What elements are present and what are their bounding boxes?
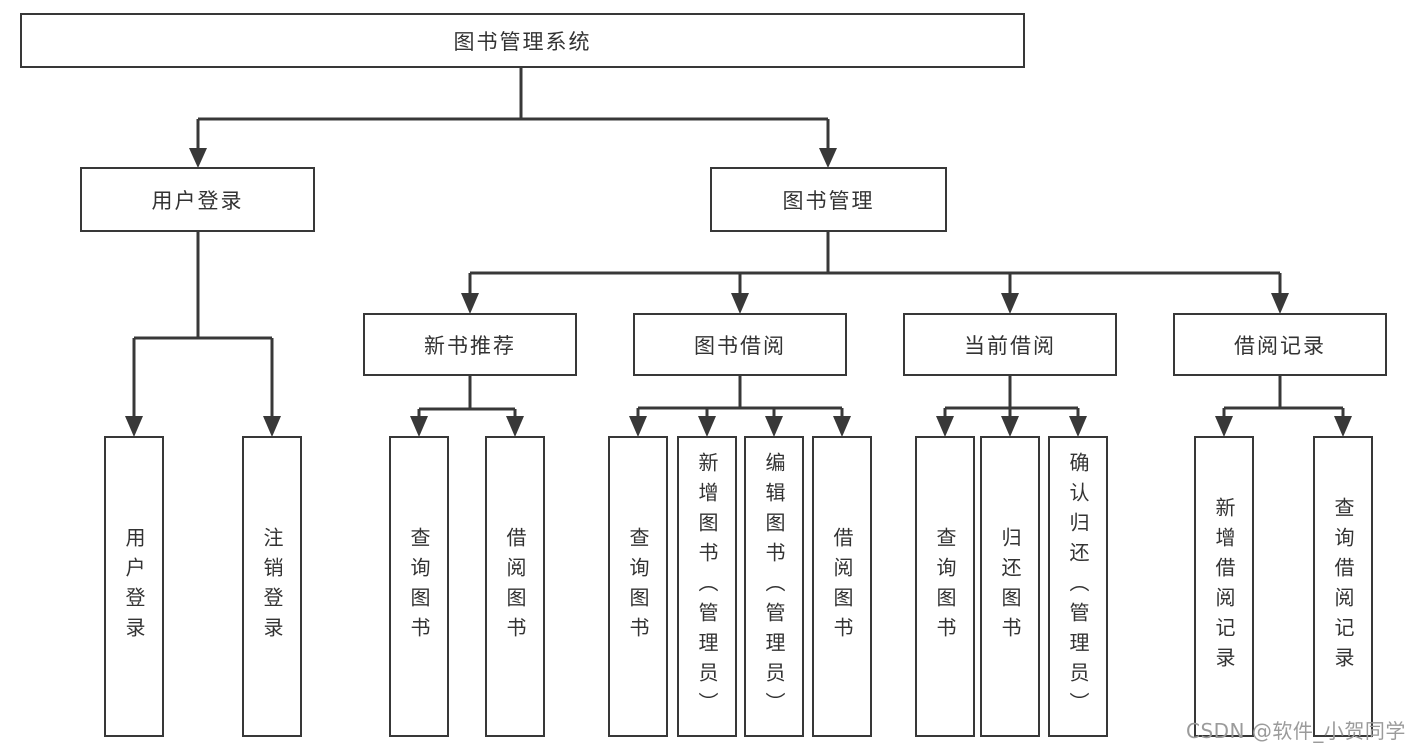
arrowhead-leaf-nb-query (410, 416, 428, 437)
leaf-records-add-record-label: 新增借阅记录 (1212, 496, 1236, 677)
leaf-newbook-query-books: 查询图书 (389, 436, 449, 737)
arrowhead-user-login (189, 148, 207, 168)
leaf-records-add-record: 新增借阅记录 (1194, 436, 1254, 737)
leaf-user-login: 用户登录 (104, 436, 164, 737)
leaf-current-return-books-label: 归还图书 (998, 526, 1022, 647)
arrowhead-leaf-br-query (1334, 416, 1352, 437)
arrowhead-book-mgmt (819, 148, 837, 168)
node-current-borrow: 当前借阅 (903, 313, 1117, 376)
arrowhead-leaf-bb-query (629, 416, 647, 437)
leaf-borrow-borrow-books: 借阅图书 (812, 436, 872, 737)
leaf-borrow-edit-books-admin-label: 编辑图书（管理员） (762, 451, 786, 722)
leaf-current-query-books-label: 查询图书 (933, 526, 957, 647)
arrowhead-leaf-cb-return (1001, 416, 1019, 437)
arrowhead-leaf-bb-add (698, 416, 716, 437)
arrowhead-borrow-records (1271, 293, 1289, 314)
arrowhead-new-book-rec (461, 293, 479, 314)
leaf-borrow-query-books: 查询图书 (608, 436, 668, 737)
leaf-borrow-borrow-books-label: 借阅图书 (830, 526, 854, 647)
node-root-system: 图书管理系统 (20, 13, 1025, 68)
leaf-user-login-label: 用户登录 (122, 526, 146, 647)
connector-borrow-records-children (1222, 375, 1345, 420)
arrowhead-leaf-bb-edit (765, 416, 783, 437)
leaf-current-query-books: 查询图书 (915, 436, 975, 737)
leaf-current-confirm-return-admin-label: 确认归还（管理员） (1066, 451, 1090, 722)
arrowhead-leaf-logout (263, 416, 281, 437)
leaf-borrow-add-books-admin-label: 新增图书（管理员） (695, 451, 719, 722)
connector-book-mgmt-to-level2 (468, 231, 1282, 296)
node-book-borrow: 图书借阅 (633, 313, 847, 376)
csdn-watermark: CSDN @软件_小贺同学 (1186, 719, 1405, 743)
arrowhead-leaf-cb-confirm (1069, 416, 1087, 437)
arrowhead-leaf-cb-query (936, 416, 954, 437)
leaf-logout-label: 注销登录 (260, 526, 284, 647)
arrowhead-leaf-bb-borrow (833, 416, 851, 437)
leaf-current-return-books: 归还图书 (980, 436, 1040, 737)
node-user-login: 用户登录 (80, 167, 315, 232)
arrowhead-book-borrow (731, 293, 749, 314)
leaf-logout: 注销登录 (242, 436, 302, 737)
leaf-newbook-borrow-books: 借阅图书 (485, 436, 545, 737)
connector-root-to-level1 (196, 68, 830, 150)
leaf-borrow-add-books-admin: 新增图书（管理员） (677, 436, 737, 737)
leaf-records-query-record-label: 查询借阅记录 (1331, 496, 1355, 677)
arrowhead-leaf-br-add (1215, 416, 1233, 437)
connector-current-borrow-children (943, 375, 1080, 420)
node-book-management: 图书管理 (710, 167, 947, 232)
connector-book-borrow-children (636, 375, 844, 420)
node-borrow-records: 借阅记录 (1173, 313, 1387, 376)
leaf-borrow-edit-books-admin: 编辑图书（管理员） (744, 436, 804, 737)
connector-user-login-children (132, 231, 274, 419)
leaf-records-query-record: 查询借阅记录 (1313, 436, 1373, 737)
arrowhead-leaf-nb-borrow (506, 416, 524, 437)
arrowhead-leaf-user-login (125, 416, 143, 437)
node-new-book-recommend: 新书推荐 (363, 313, 577, 376)
leaf-borrow-query-books-label: 查询图书 (626, 526, 650, 647)
connector-new-book-rec-children (417, 375, 517, 420)
leaf-current-confirm-return-admin: 确认归还（管理员） (1048, 436, 1108, 737)
arrowhead-current-borrow (1001, 293, 1019, 314)
leaf-newbook-query-books-label: 查询图书 (407, 526, 431, 647)
leaf-newbook-borrow-books-label: 借阅图书 (503, 526, 527, 647)
